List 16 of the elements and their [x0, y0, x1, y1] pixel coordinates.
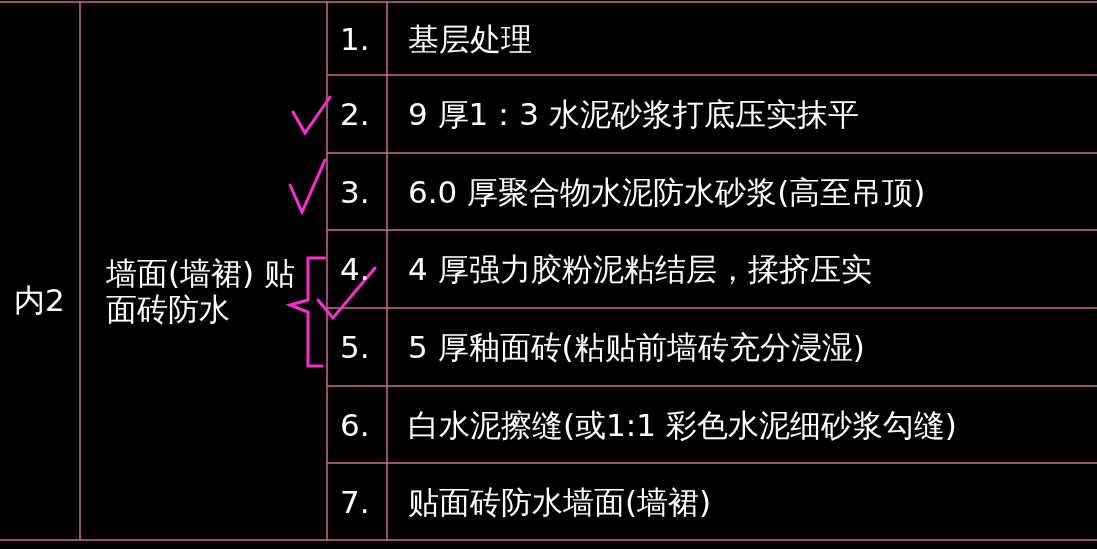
layer-description: 4 厚强力胶粉泥粘结层，揉挤压实: [408, 251, 872, 287]
item-title: 墙面(墙裙) 贴面砖防水: [106, 255, 297, 327]
row-number: 1.: [340, 20, 370, 57]
layer-description: 贴面砖防水墙面(墙裙): [408, 483, 712, 520]
layer-description: 5 厚釉面砖(粘贴前墙砖充分浸湿): [408, 329, 865, 365]
layer-description: 6.0 厚聚合物水泥防水砂浆(高至吊顶): [408, 173, 926, 210]
layer-description: 9 厚1：3 水泥砂浆打底压实抹平: [408, 96, 859, 132]
row-number: 6.: [340, 406, 370, 443]
row-number: 7.: [340, 483, 370, 520]
row-number: 2.: [340, 96, 370, 132]
layer-description: 白水泥擦缝(或1:1 彩色水泥细砂浆勾缝): [408, 406, 957, 443]
row-number: 5.: [340, 329, 370, 365]
row-number: 4.: [340, 251, 370, 287]
layer-description: 基层处理: [408, 20, 532, 57]
item-code: 内2: [14, 282, 65, 318]
row-number: 3.: [340, 173, 370, 210]
